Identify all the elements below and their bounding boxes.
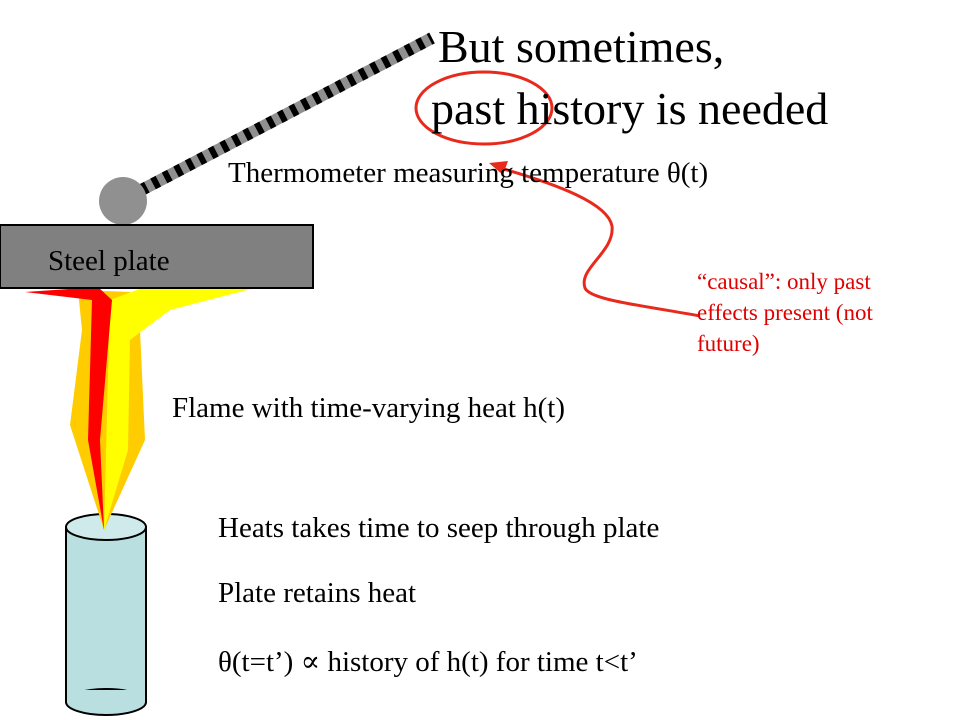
thermometer — [99, 32, 435, 225]
title-line-1: But sometimes, — [438, 21, 725, 72]
causal-annotation: “causal”: only past effects present (not… — [697, 266, 947, 359]
causal-annotation-line: future) — [697, 331, 760, 356]
burner — [65, 513, 147, 716]
causal-annotation-line: “causal”: only past — [697, 269, 871, 294]
note-theta-history: θ(t=t’) ∝ history of h(t) for time t<t’ — [218, 646, 638, 678]
thermometer-bulb — [99, 177, 147, 225]
flame-label: Flame with time-varying heat h(t) — [172, 392, 566, 424]
flame — [25, 285, 255, 530]
steel-plate-label: Steel plate — [48, 245, 170, 277]
causal-arrow — [489, 161, 701, 318]
steel-plate — [0, 224, 314, 289]
title-line-2: past history is needed — [431, 83, 829, 134]
flame-red-part — [25, 287, 112, 530]
thermometer-label: Thermometer measuring temperature θ(t) — [228, 157, 709, 189]
highlight-circle — [414, 70, 554, 146]
causal-annotation-line: effects present (not — [697, 300, 873, 325]
note-heat-seep: Heats takes time to seep through plate — [218, 512, 660, 544]
flame-yellow-part — [104, 285, 255, 530]
note-plate-retains: Plate retains heat — [218, 577, 417, 609]
